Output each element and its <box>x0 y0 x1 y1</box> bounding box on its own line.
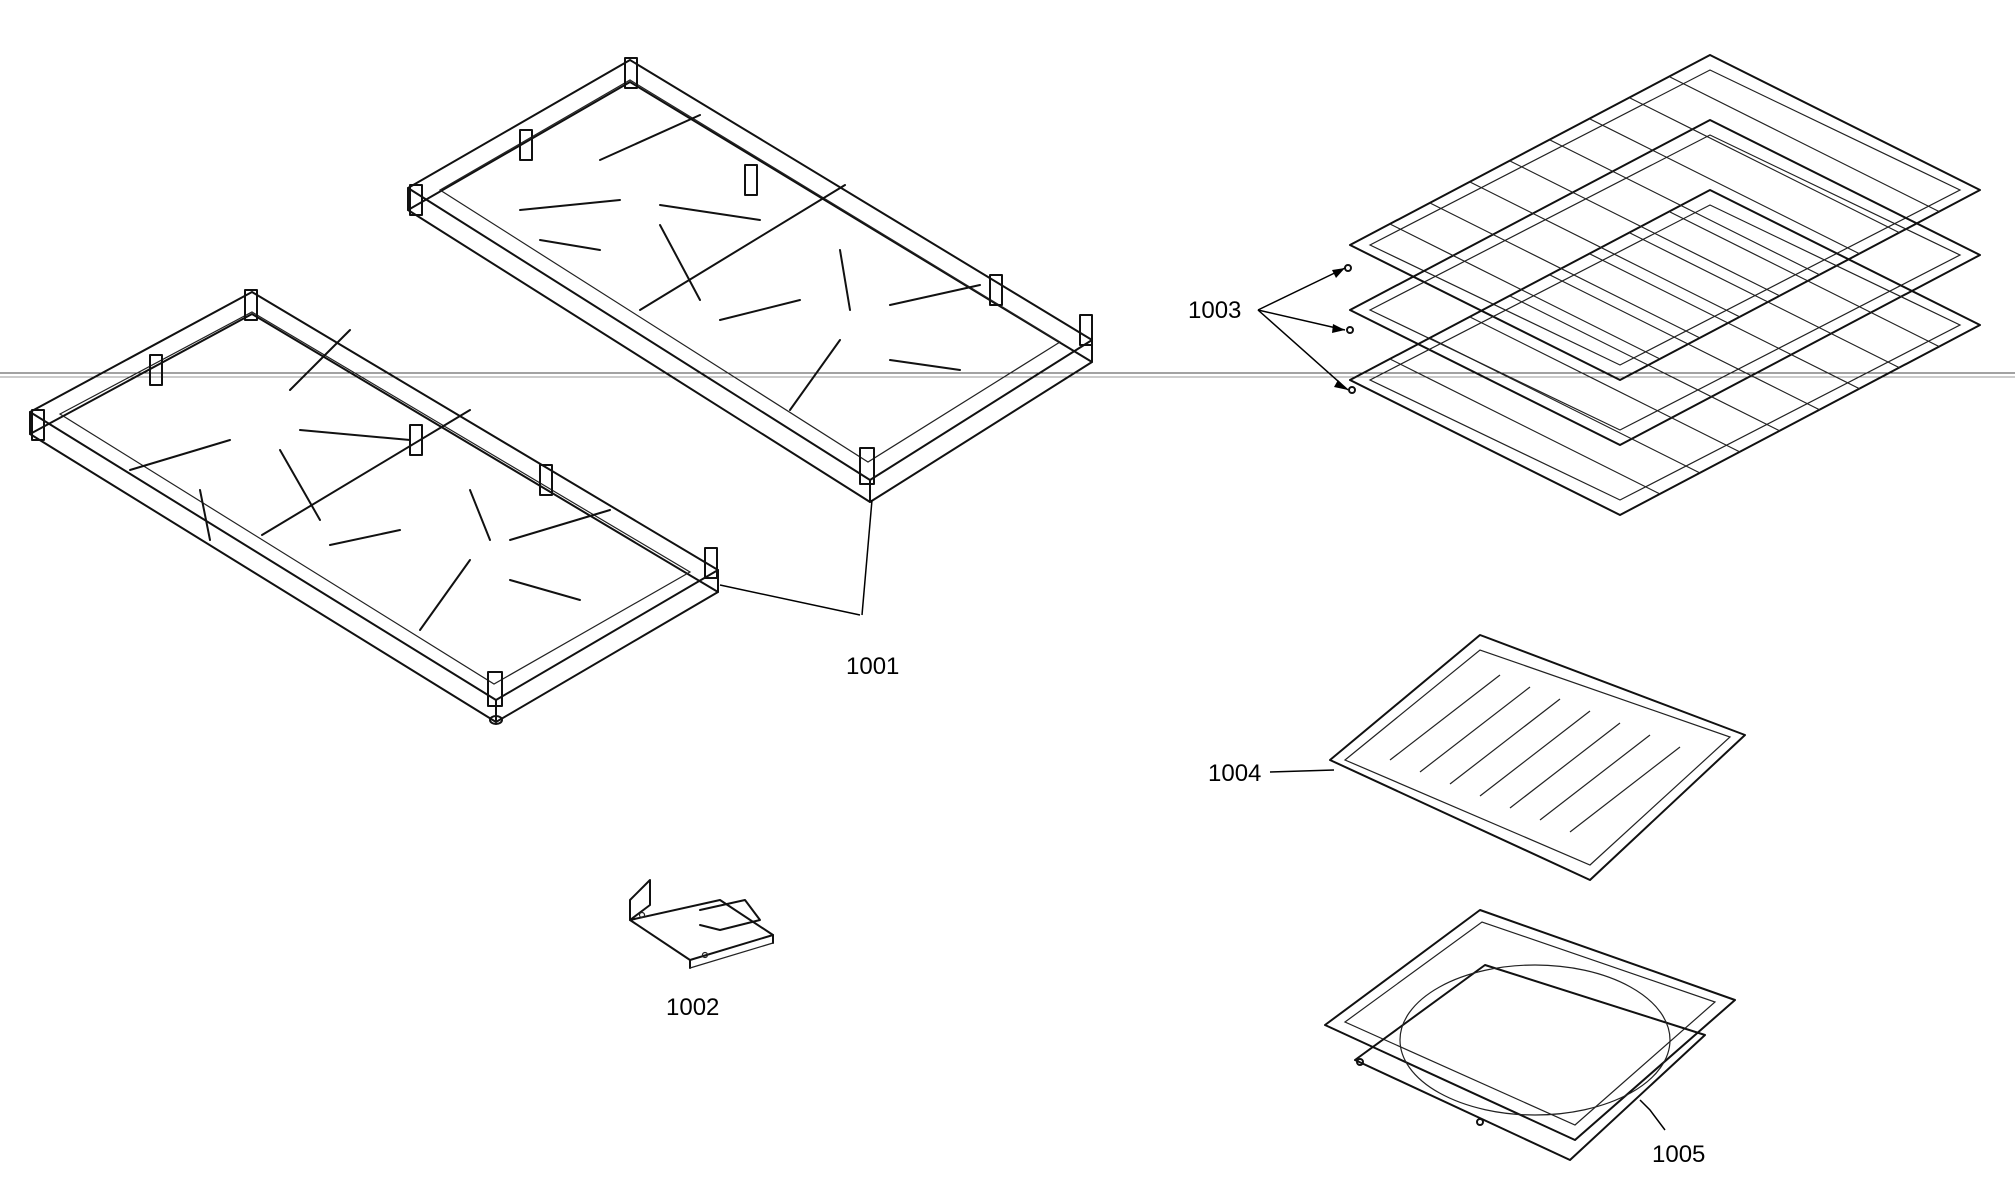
racks-1003 <box>1344 54 1981 516</box>
leader-1005 <box>1639 1099 1666 1131</box>
label-1005: 1005 <box>1652 1141 1705 1168</box>
pan-insert-1004 <box>1329 634 1746 881</box>
label-1001: 1001 <box>846 653 899 680</box>
grate-back <box>407 57 1093 503</box>
bracket-1002 <box>629 879 774 969</box>
rack-wires <box>1389 76 1941 495</box>
leader-1004 <box>1269 769 1335 773</box>
label-1003: 1003 <box>1188 297 1241 324</box>
leader-1001 <box>719 499 873 616</box>
leader-1003 <box>1257 267 1349 391</box>
label-1004: 1004 <box>1208 760 1261 787</box>
insert-slots <box>1389 674 1681 833</box>
label-1002: 1002 <box>666 994 719 1021</box>
broiler-pan-1005 <box>1324 909 1736 1161</box>
grate-front <box>29 289 719 725</box>
